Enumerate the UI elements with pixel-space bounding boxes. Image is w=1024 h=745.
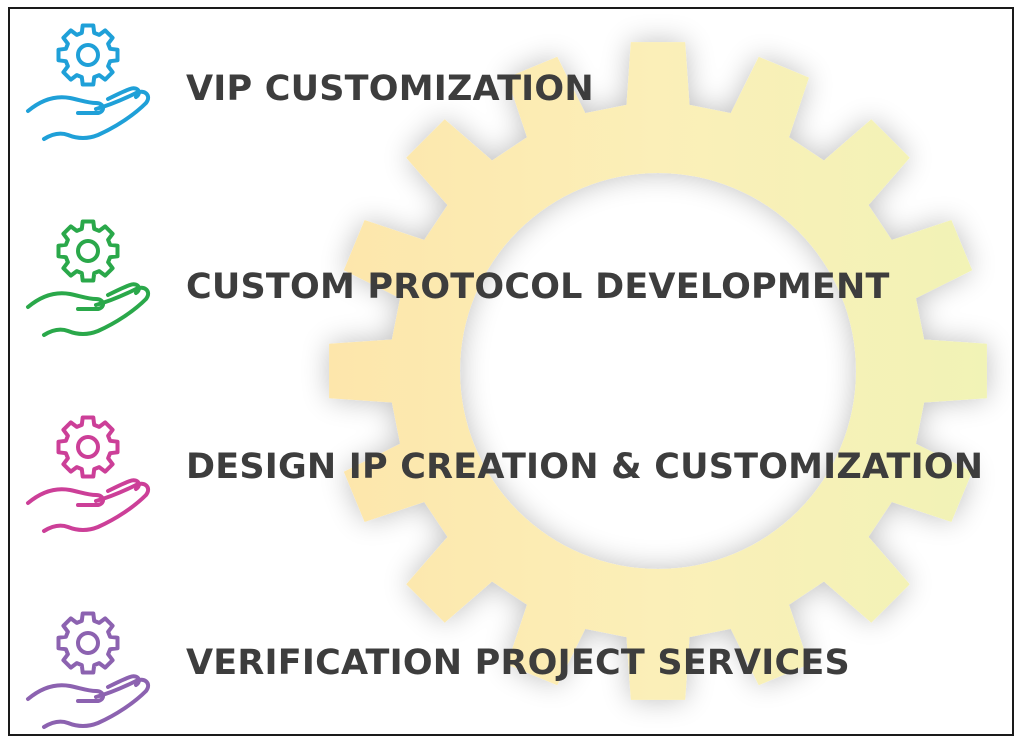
hand-gear-icon [26,23,151,141]
hand-icon [26,285,151,337]
item-label: VERIFICATION PROJECT SERVICES [186,643,850,683]
hand-icon [26,89,151,141]
diagram-frame: VIP CUSTOMIZATION CUSTOM PROTOCOL DEVELO… [8,7,1014,736]
gear-hole [76,631,100,655]
gear-icon [56,23,120,87]
hand-gear-icon [26,611,151,729]
item-label: CUSTOM PROTOCOL DEVELOPMENT [186,267,890,307]
gear-icon [56,219,120,283]
hand-gear-icon [26,415,151,533]
list-item: VIP CUSTOMIZATION [10,19,1010,169]
list-item: CUSTOM PROTOCOL DEVELOPMENT [10,215,1010,365]
item-label: VIP CUSTOMIZATION [186,69,594,109]
gear-icon [56,415,120,479]
list-item: VERIFICATION PROJECT SERVICES [10,607,1010,734]
gear-hole [76,435,100,459]
finger-line [106,86,141,101]
finger-line [106,674,141,689]
gear-icon [56,611,120,675]
list-item: DESIGN IP CREATION & CUSTOMIZATION [10,411,1010,561]
background-gear-icon [329,42,987,700]
gear-hole [76,43,100,67]
item-label: DESIGN IP CREATION & CUSTOMIZATION [186,447,984,487]
hand-icon [26,677,151,729]
gear-hole [76,239,100,263]
finger-line [106,478,141,493]
hand-icon [26,481,151,533]
hand-gear-icon [26,219,151,337]
finger-line [106,282,141,297]
